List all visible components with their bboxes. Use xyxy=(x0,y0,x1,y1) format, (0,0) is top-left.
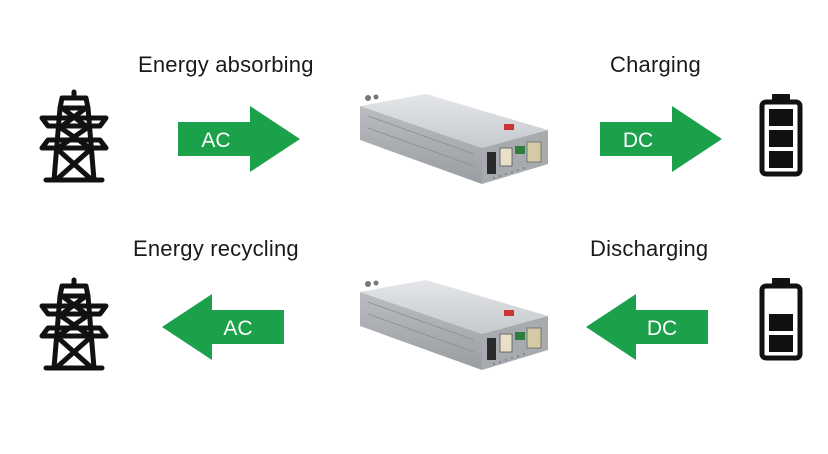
arrow-ac-right: AC xyxy=(178,106,300,172)
label-discharging: Discharging xyxy=(590,236,709,261)
battery-full-icon xyxy=(759,94,803,177)
power-supply-unit-image xyxy=(360,280,548,370)
battery-low-icon xyxy=(759,278,803,361)
arrow-ac-label: AC xyxy=(201,129,230,152)
arrow-ac-left: AC xyxy=(162,294,284,360)
arrow-dc-right: DC xyxy=(600,106,722,172)
arrow-ac-label: AC xyxy=(223,317,252,340)
label-charging: Charging xyxy=(610,52,701,77)
arrow-dc-left: DC xyxy=(586,294,708,360)
power-tower-icon xyxy=(39,277,109,371)
power-supply-unit-image xyxy=(360,94,548,184)
label-energy-absorbing: Energy absorbing xyxy=(138,52,314,77)
label-energy-recycling: Energy recycling xyxy=(133,236,299,261)
power-tower-icon xyxy=(39,89,109,183)
arrow-dc-label: DC xyxy=(623,129,653,152)
arrow-dc-label: DC xyxy=(647,317,677,340)
